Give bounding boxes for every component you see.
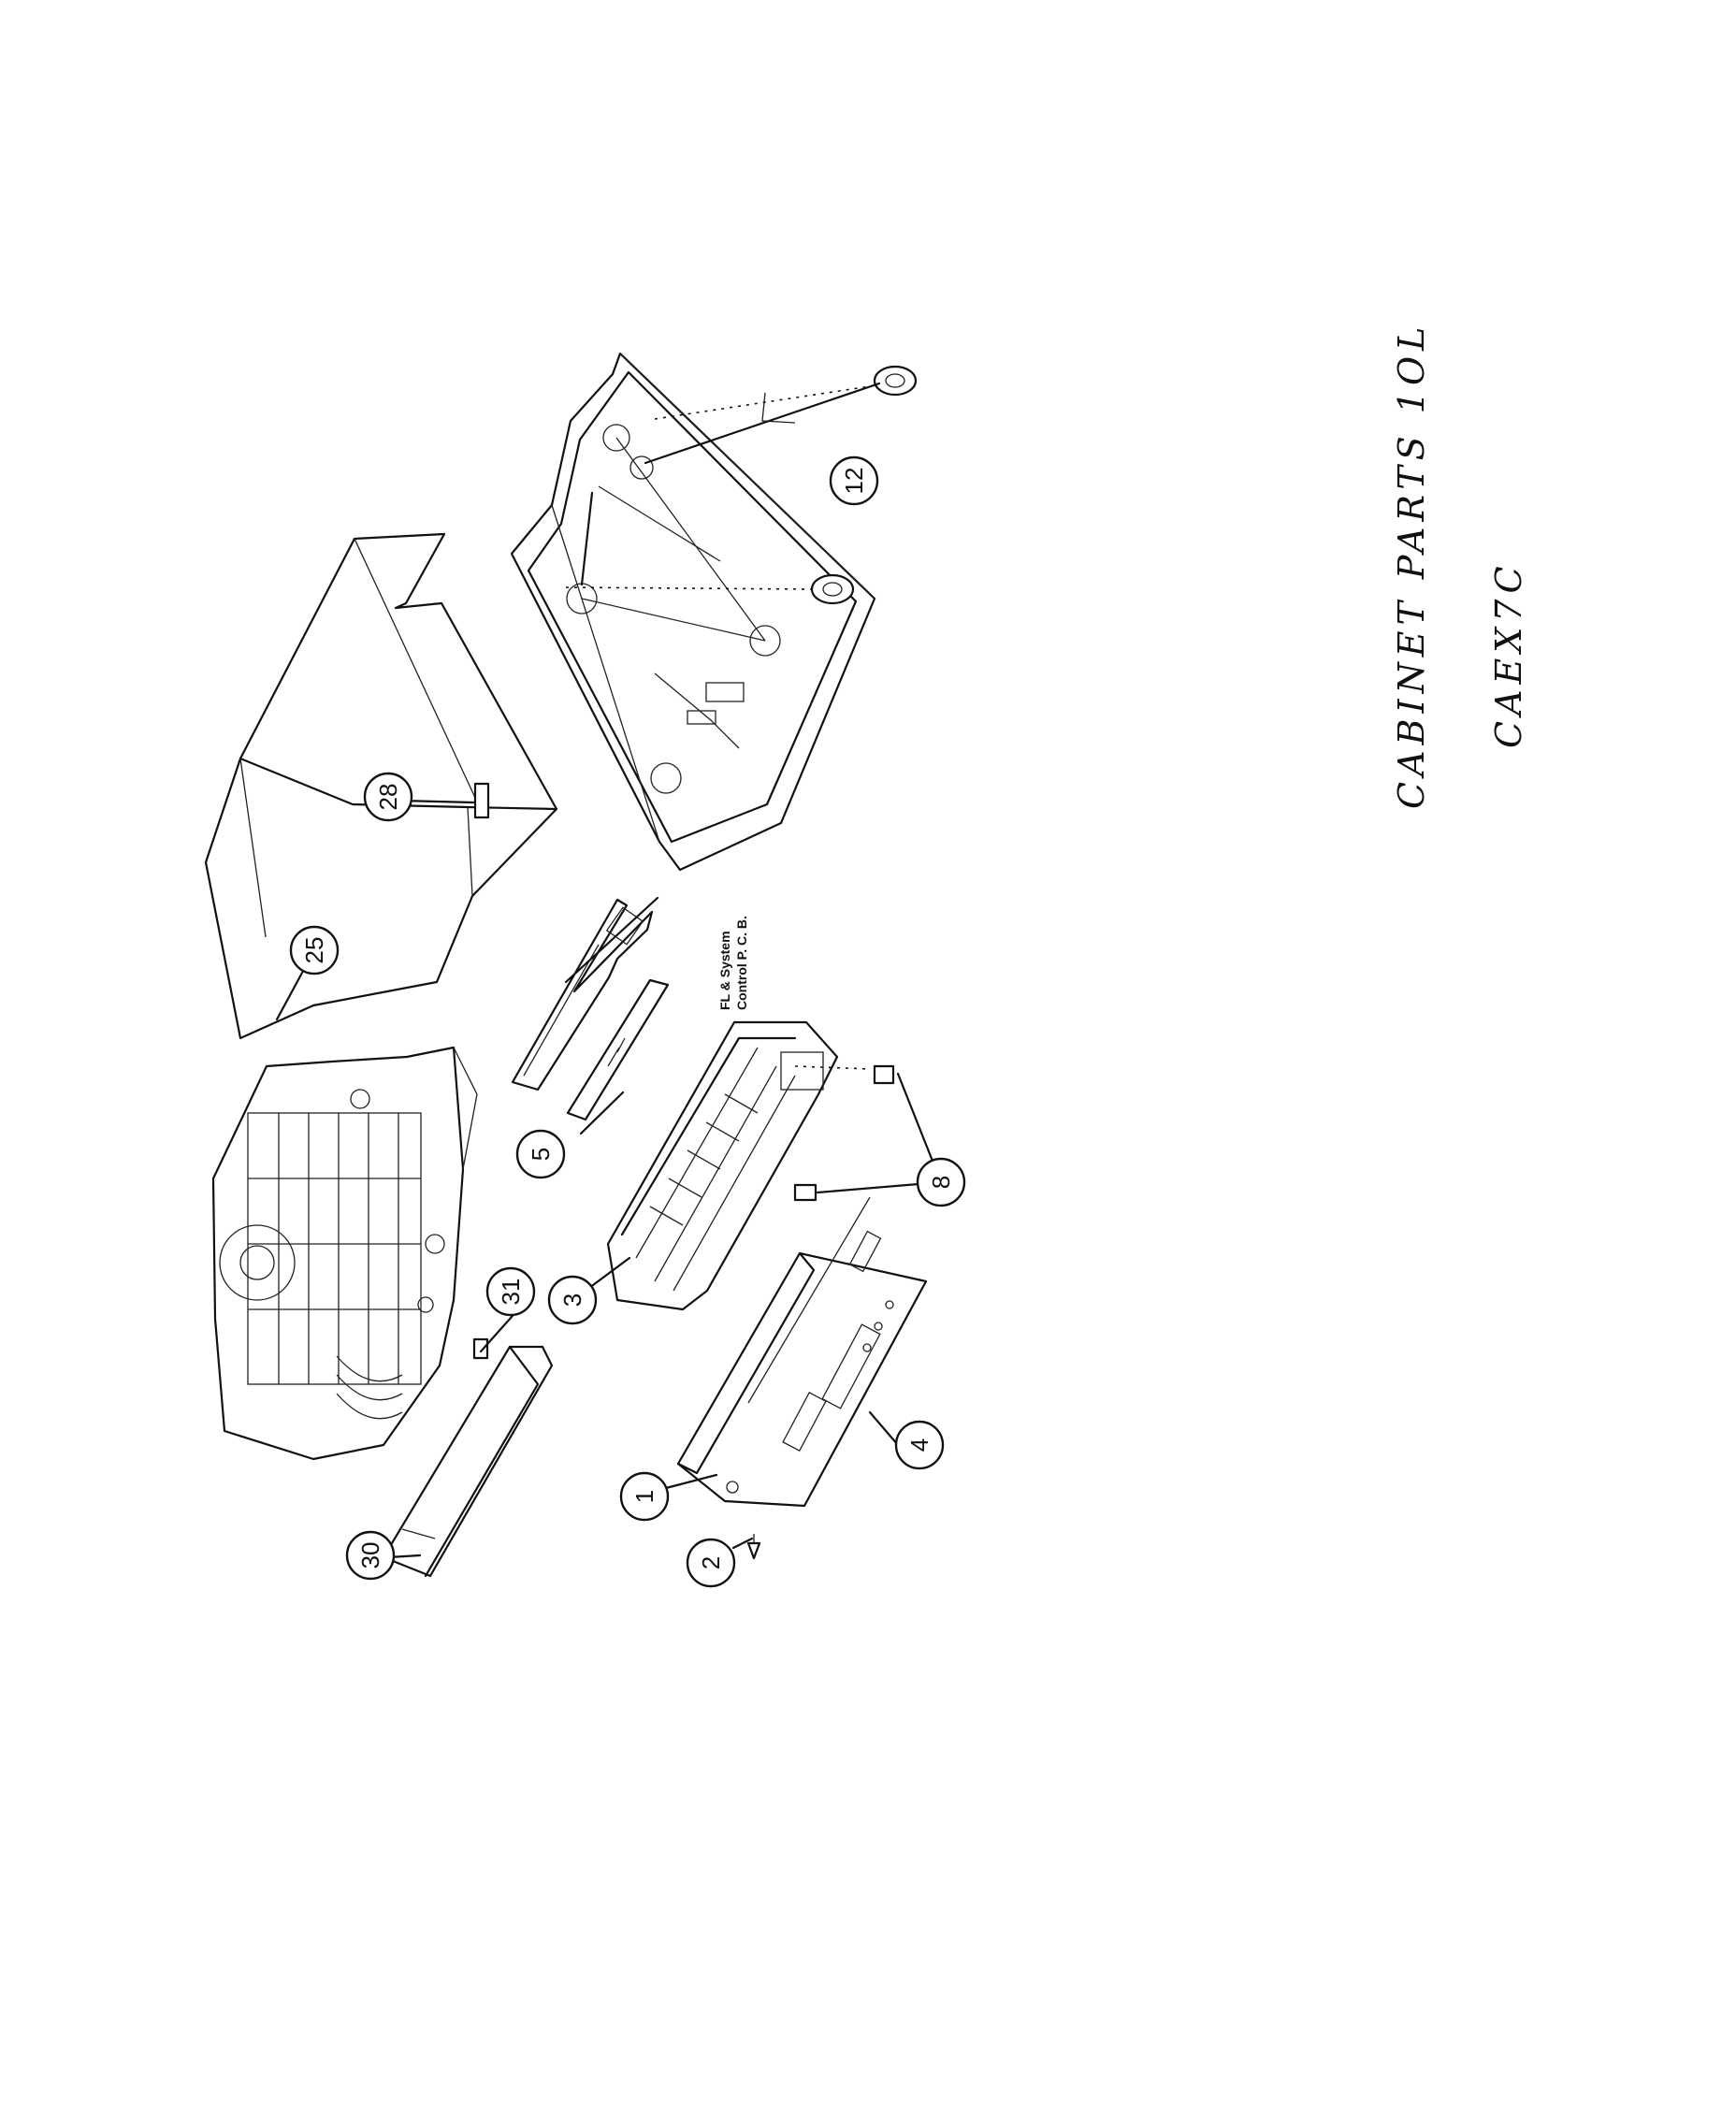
callout-1: 1 xyxy=(619,1471,670,1522)
pcb-label-line2: Control P. C. B. xyxy=(734,916,749,1010)
svg-text:4: 4 xyxy=(905,1438,933,1452)
callout-5: 5 xyxy=(515,1129,566,1179)
base-chassis-part xyxy=(510,352,890,872)
svg-text:30: 30 xyxy=(356,1542,384,1569)
svg-text:1: 1 xyxy=(630,1490,658,1503)
front-foot-part xyxy=(793,1064,895,1202)
handwritten-title: CABINET PARTS 1OL xyxy=(1391,322,1432,809)
tray-door-part xyxy=(382,1345,554,1578)
handwritten-code: CAEX7C xyxy=(1488,560,1529,748)
mechanism-unit-part xyxy=(211,1046,478,1461)
svg-text:12: 12 xyxy=(840,468,868,495)
callout-30: 30 xyxy=(345,1530,396,1581)
callout-8: 8 xyxy=(916,1157,966,1207)
svg-text:25: 25 xyxy=(300,937,328,964)
svg-text:8: 8 xyxy=(927,1176,955,1189)
svg-text:31: 31 xyxy=(497,1279,525,1306)
screw-part xyxy=(746,1534,761,1560)
pcb-label-line1: FL & System xyxy=(717,931,732,1010)
front-frame-part xyxy=(606,1020,871,1311)
callout-4: 4 xyxy=(894,1420,945,1470)
svg-text:28: 28 xyxy=(374,784,402,811)
callout-31: 31 xyxy=(485,1266,536,1317)
pcb-part xyxy=(511,898,654,1091)
callout-3: 3 xyxy=(547,1275,598,1325)
svg-text:5: 5 xyxy=(527,1148,555,1161)
callout-2: 2 xyxy=(686,1538,736,1588)
svg-text:2: 2 xyxy=(697,1556,725,1569)
tray-clip-part xyxy=(472,1337,489,1360)
callout-12: 12 xyxy=(829,455,879,506)
front-panel-part xyxy=(676,1196,928,1508)
light-guide-part xyxy=(566,978,670,1121)
callout-28: 28 xyxy=(363,772,413,822)
svg-text:3: 3 xyxy=(558,1293,586,1307)
pcb-label: FL & System Control P. C. B. xyxy=(717,916,749,1010)
foot-part xyxy=(810,365,918,605)
callout-25: 25 xyxy=(289,925,340,976)
